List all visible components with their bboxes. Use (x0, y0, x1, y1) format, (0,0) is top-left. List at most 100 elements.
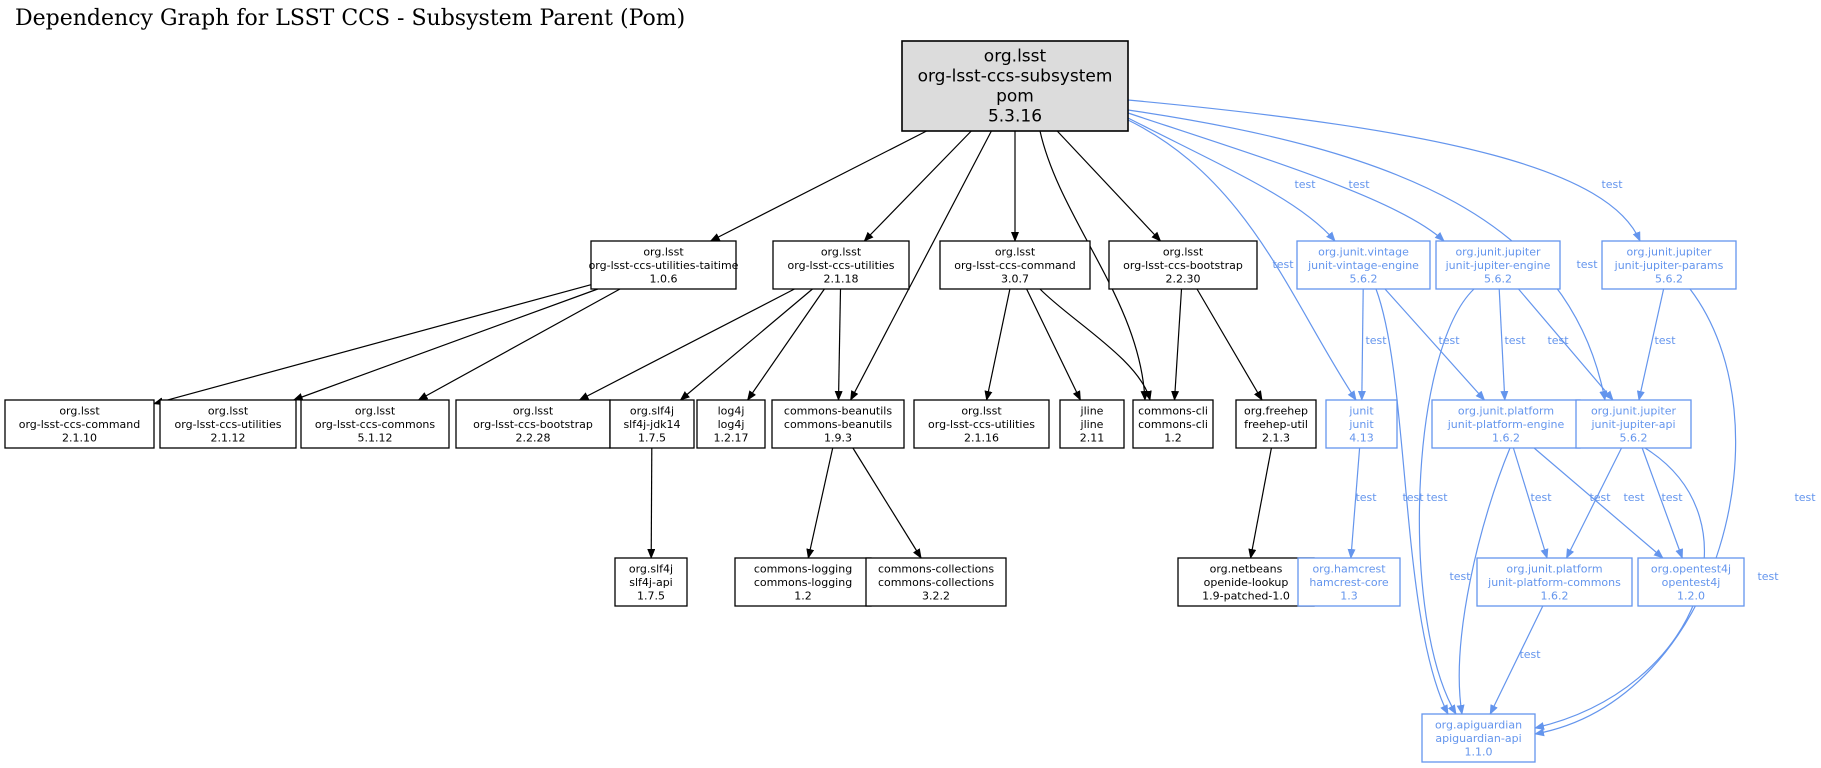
edge-jupiter-engine-to-jupiter-api (1518, 288, 1614, 401)
edge-root-to-jupiter-params (1127, 99, 1641, 242)
node-label-line: org.lsst (355, 404, 396, 417)
node-label-line: org.netbeans (1210, 562, 1283, 575)
node-label-line: 1.2.17 (714, 431, 749, 444)
node-label-line: 1.6.2 (1541, 589, 1569, 602)
node-box (1637, 557, 1745, 607)
node-platform-engine: org.junit.platformjunit-platform-engine1… (1431, 399, 1581, 449)
edge-label: test (1623, 491, 1645, 504)
node-label-line: org.lsst (984, 47, 1047, 67)
node-label-line: jline (1080, 418, 1104, 431)
node-label-line: org.junit.jupiter (1455, 245, 1541, 258)
node-label-line: 5.1.12 (358, 431, 393, 444)
node-box (696, 399, 766, 449)
edge-taitime-to-cmd2110 (153, 284, 592, 406)
node-box (1297, 557, 1401, 607)
node-label-line: 1.2.0 (1677, 589, 1705, 602)
node-label-line: org.junit.jupiter (1626, 245, 1712, 258)
node-box (939, 240, 1091, 290)
node-label-line: org.junit.jupiter (1591, 404, 1677, 417)
node-label-line: 1.7.5 (637, 589, 665, 602)
node-label-line: org.lsst (1163, 245, 1204, 258)
edge-utilities-to-log4j (747, 288, 825, 401)
edge-vintage-to-apiguardian (1375, 288, 1449, 715)
edge-label: test (1348, 178, 1370, 191)
node-label-line: org.junit.platform (1506, 562, 1602, 575)
edge-beanutils-to-commons-collections (852, 447, 922, 559)
edge-root-to-vintage (1127, 117, 1336, 242)
edge-root-to-utilities (863, 130, 972, 242)
graph-title: Dependency Graph for LSST CCS - Subsyste… (15, 6, 686, 31)
edge-bootstrap-to-freehep (1196, 288, 1263, 401)
edge-label: test (1547, 334, 1569, 347)
edge-label: test (1449, 570, 1471, 583)
node-box (300, 399, 450, 449)
node-box (1132, 399, 1214, 449)
edge-command-to-util2116 (984, 288, 1011, 401)
node-box (455, 399, 611, 449)
node-jupiter-params: org.junit.jupiterjunit-jupiter-params5.6… (1601, 240, 1737, 290)
node-box (614, 557, 688, 607)
edge-label: test (1294, 178, 1316, 191)
node-label-line: junit-platform-engine (1447, 418, 1565, 431)
node-box (1325, 399, 1398, 449)
node-label-line: 5.6.2 (1620, 431, 1648, 444)
node-label-line: 3.0.7 (1001, 272, 1029, 285)
node-label-line: org-lsst-ccs-subsystem (918, 67, 1113, 87)
node-vintage: org.junit.vintagejunit-vintage-engine5.6… (1296, 240, 1431, 290)
node-label-line: opentest4j (1662, 576, 1721, 589)
edge-root-to-bootstrap (1056, 130, 1162, 242)
node-label-line: openide-lookup (1204, 576, 1289, 589)
edge-label: test (1589, 491, 1611, 504)
edge-command-to-commons-cli (1039, 288, 1152, 401)
edge-jupiter-api-to-platform-commons (1565, 447, 1623, 559)
node-label-line: commons-beanutils (784, 418, 892, 431)
edge-taitime-to-util2112 (292, 288, 599, 401)
node-taitime: org.lsstorg-lsst-ccs-utilities-taitime1.… (589, 240, 739, 290)
node-label-line: org.lsst (995, 245, 1036, 258)
node-box (1476, 557, 1633, 607)
node-label-line: org.apiguardian (1435, 718, 1522, 731)
nodes-layer: org.lsstorg-lsst-ccs-subsystempom5.3.16o… (4, 40, 1745, 763)
node-label-line: commons-collections (878, 576, 994, 589)
edge-label: test (1402, 491, 1424, 504)
node-label-line: commons-collections (878, 562, 994, 575)
node-box (913, 399, 1050, 449)
edge-taitime-to-commons5112 (417, 288, 621, 401)
node-label-line: 2.1.16 (964, 431, 999, 444)
node-label-line: org-lsst-ccs-commons (315, 418, 436, 431)
edge-freehep-to-openide (1248, 447, 1272, 559)
edge-vintage-to-platform-engine (1384, 288, 1486, 401)
edge-root-to-junit (1127, 119, 1357, 401)
edge-root-to-beanutils (850, 130, 992, 401)
node-jupiter-engine: org.junit.jupiterjunit-jupiter-engine5.6… (1435, 240, 1561, 290)
node-label-line: 5.3.16 (988, 107, 1042, 127)
node-platform-commons: org.junit.platformjunit-platform-commons… (1476, 557, 1633, 607)
node-box (865, 557, 1007, 607)
node-label-line: org-lsst-ccs-bootstrap (1123, 259, 1243, 272)
node-label-line: log4j (718, 404, 745, 417)
node-label-line: junit-jupiter-api (1590, 418, 1675, 431)
node-label-line: junit-vintage-engine (1307, 259, 1419, 272)
node-label-line: org-lsst-ccs-command (19, 418, 141, 431)
node-label-line: commons-logging (754, 562, 852, 575)
node-label-line: log4j (718, 418, 745, 431)
node-label-line: org-lsst-ccs-utilities-taitime (589, 259, 739, 272)
node-box (1421, 713, 1536, 763)
edge-label: test (1530, 491, 1552, 504)
node-label-line: 1.9.3 (824, 431, 852, 444)
edge-root-to-jupiter-engine (1127, 112, 1445, 242)
edge-bootstrap-to-commons-cli (1171, 288, 1183, 401)
